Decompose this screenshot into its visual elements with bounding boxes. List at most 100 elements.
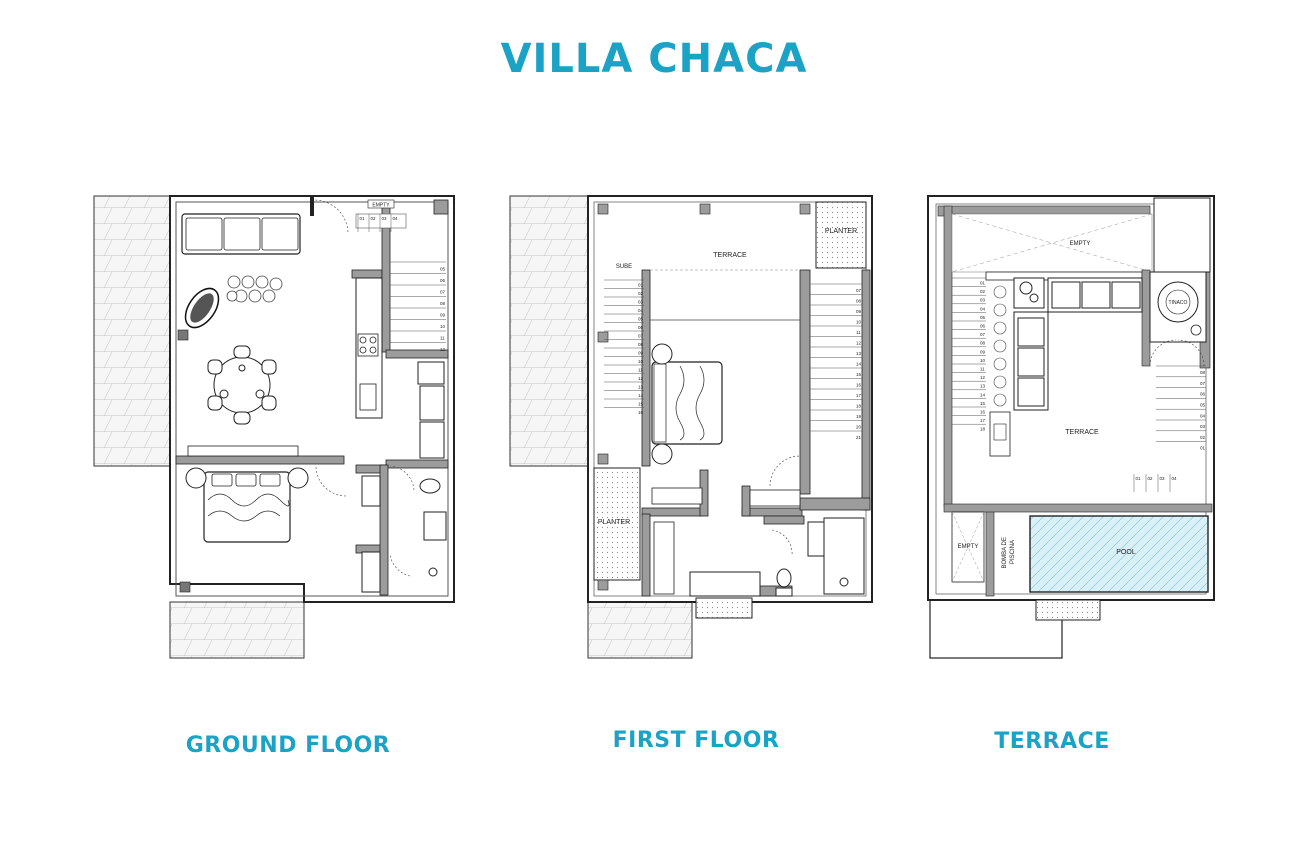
stair-step-number: 09: [856, 309, 862, 314]
stair-step-number: 06: [1200, 392, 1206, 397]
sofa-icon: [181, 213, 301, 255]
stair-step-number: 01: [360, 216, 366, 221]
stair-step-number: 07: [440, 290, 446, 295]
kitchen-counter-icon: [355, 277, 383, 419]
stair-step-number: 05: [1200, 403, 1206, 408]
stair-step-number: 21: [856, 435, 862, 440]
stair-step-number: 08: [980, 341, 986, 346]
stair-step-number: 16: [980, 409, 986, 414]
stair-step-number: 12: [856, 340, 862, 345]
stair-step-number: 08: [856, 298, 862, 303]
stair-step-number: 17: [980, 418, 986, 423]
stair-step-number: 07: [638, 333, 644, 338]
stair-step-number: 09: [638, 350, 644, 355]
pump-label: BOMBA DE PISCINA: [1002, 535, 1016, 568]
stair-step-number: 02: [371, 216, 377, 221]
stair-step-number: 15: [980, 401, 986, 406]
stair-step-number: 03: [638, 299, 644, 304]
empty-side-label: EMPTY: [958, 544, 979, 550]
stair-step-number: 18: [856, 403, 862, 408]
planter-top-label: PLANTER: [825, 228, 857, 235]
planter-bottom: [593, 467, 641, 581]
stair-step-number: 07: [980, 332, 986, 337]
stair-step-number: 13: [856, 351, 862, 356]
stair-step-number: 02: [638, 291, 644, 296]
stair-step-number: 04: [980, 306, 986, 311]
stair-step-number: 13: [638, 384, 644, 389]
stair-step-number: 12: [980, 375, 986, 380]
stair-step-number: 13: [980, 384, 986, 389]
stair-step-number: 16: [638, 410, 644, 415]
dining-table-icon: [207, 345, 277, 425]
stair-step-number: 11: [980, 366, 985, 371]
stair-step-number: 03: [1160, 476, 1166, 481]
ground-deck-left: [93, 195, 171, 467]
first-deck-left: [509, 195, 589, 467]
bathroom-fixtures-icon: [689, 517, 865, 597]
stair-step-number: 10: [856, 319, 862, 324]
stair-step-number: 10: [440, 324, 446, 329]
terrace-plan: EMPTY TINACO: [927, 195, 1215, 659]
stair-step-number: 20: [856, 424, 862, 429]
stair-step-number: 15: [856, 372, 862, 377]
tank-label: TINACO: [1169, 300, 1188, 306]
first-floor-plan: PLANTER TERRACE PLANTER SUBE 01020304050…: [509, 195, 873, 659]
stair-step-number: 16: [856, 382, 862, 387]
column-icon: [179, 581, 191, 593]
column-icon: [177, 329, 189, 341]
stair-step-number: 06: [980, 323, 986, 328]
first-deck-bottom: [587, 601, 693, 659]
stair-step-number: 10: [980, 358, 986, 363]
stair-step-number: 19: [856, 414, 862, 419]
stair-step-number: 07: [856, 288, 862, 293]
stair-step-number: 01: [638, 282, 644, 287]
stair-step-number: 03: [980, 298, 986, 303]
terrace-label: TERRACE: [1065, 429, 1099, 436]
stair-step-number: 11: [856, 330, 861, 335]
stair-step-number: 12: [638, 376, 644, 381]
pool-label: POOL: [1116, 549, 1136, 556]
stair-step-number: 17: [856, 393, 862, 398]
bathroom-fixtures-icon: [361, 475, 447, 593]
empty-top-label: EMPTY: [1070, 241, 1091, 247]
terrace-label: TERRACE: [713, 252, 747, 259]
coffee-table-icon: [226, 275, 283, 303]
stair-step-number: 01: [1136, 476, 1142, 481]
stair-step-number: 05: [980, 315, 986, 320]
stair-step-number: 05: [440, 267, 446, 272]
stair-step-number: 08: [638, 342, 644, 347]
stair-step-number: 03: [1200, 424, 1206, 429]
stair-step-number: 09: [440, 313, 446, 318]
stair-step-number: 11: [638, 367, 643, 372]
sube-label: SUBE: [616, 264, 632, 270]
planter-icon: [993, 285, 1007, 407]
stair-step-number: 14: [638, 393, 644, 398]
empty-label: EMPTY: [372, 203, 390, 209]
water-tank-icon: TINACO: [1157, 281, 1202, 336]
stair-step-number: 08: [440, 301, 446, 306]
stair-step-number: 02: [980, 289, 986, 294]
stair-step-number: 04: [393, 216, 399, 221]
bed-icon: [651, 343, 723, 465]
stair-step-number: 11: [440, 336, 445, 341]
stair-step-number: 04: [638, 308, 644, 313]
stair-step-number: 10: [638, 359, 644, 364]
stair-step-number: 12: [440, 347, 446, 352]
stair-step-number: 01: [980, 280, 986, 285]
stair-step-number: 09: [980, 349, 986, 354]
stair-step-number: 07: [1200, 381, 1206, 386]
stair-step-number: 06: [638, 325, 644, 330]
stair-step-number: 02: [1200, 435, 1206, 440]
appliance-icon: [417, 361, 445, 459]
stair-step-number: 08: [1200, 370, 1206, 375]
stair-step-number: 18: [980, 427, 986, 432]
ground-floor-caption: GROUND FLOOR: [185, 733, 391, 758]
stair-step-number: 15: [638, 401, 644, 406]
